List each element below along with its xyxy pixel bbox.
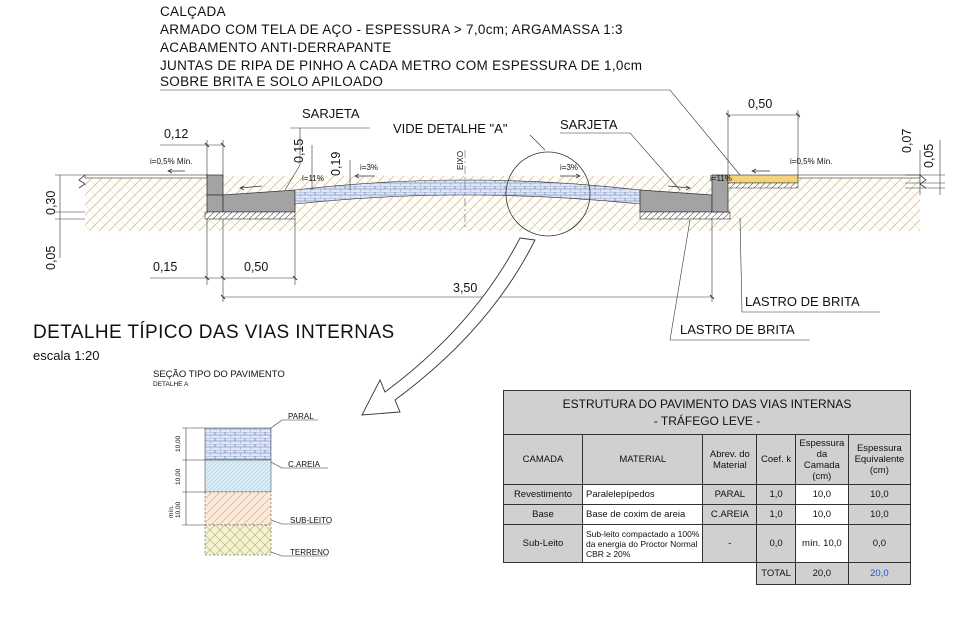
slope-left-gutter: i=11% xyxy=(302,174,324,183)
lastro-label-1: LASTRO DE BRITA xyxy=(745,294,860,309)
detail-dim-3-min: mín. xyxy=(168,505,175,518)
cell-coef: 1,0 xyxy=(756,484,796,505)
dim-005-left: 0,05 xyxy=(44,245,58,270)
total-label: TOTAL xyxy=(756,562,796,585)
total-esp: 20,0 xyxy=(794,562,849,585)
dim-015-horizontal: 0,15 xyxy=(153,260,178,274)
cell-abrev: - xyxy=(702,524,758,563)
dim-050-horizontal: 0,50 xyxy=(244,260,269,274)
eixo-label: EIXO xyxy=(456,150,465,170)
dim-350: 3,50 xyxy=(453,281,478,295)
header-coef: Coef. k xyxy=(756,434,796,485)
cell-equiv: 0,0 xyxy=(847,524,912,563)
cell-abrev: C.AREIA xyxy=(702,504,758,525)
sarjeta-left-label: SARJETA xyxy=(302,106,360,121)
table-title-line2: - TRÁFEGO LEVE - xyxy=(653,413,761,428)
header-material: MATERIAL xyxy=(581,434,704,485)
note-line-5: SOBRE BRITA E SOLO APILOADO xyxy=(160,74,384,89)
note-line-3: ACABAMENTO ANTI-DERRAPANTE xyxy=(160,40,392,55)
detail-box-subtitle: DETALHE A xyxy=(153,381,189,388)
lastro-label-2: LASTRO DE BRITA xyxy=(680,322,795,337)
cell-esp: 10,0 xyxy=(794,484,849,505)
detail-box-title: SEÇÃO TIPO DO PAVIMENTO xyxy=(153,369,285,380)
cell-material: Base de coxim de areia xyxy=(581,504,704,525)
dim-005-right: 0,05 xyxy=(922,143,936,168)
note-line-2: ARMADO COM TELA DE AÇO - ESPESSURA > 7,0… xyxy=(160,22,623,37)
header-espessura: Espessura da Camada (cm) xyxy=(794,434,849,485)
table-title: ESTRUTURA DO PAVIMENTO DAS VIAS INTERNAS… xyxy=(503,390,911,435)
table-row: Sub-Leito Sub-leito compactado a 100% da… xyxy=(503,524,912,563)
detail-dim-2: 10,00 xyxy=(175,468,182,485)
dim-030: 0,30 xyxy=(44,190,58,215)
dim-019: 0,19 xyxy=(329,151,343,176)
slope-road-left: i=3% xyxy=(360,163,379,172)
detail-title: DETALHE TÍPICO DAS VIAS INTERNAS xyxy=(33,322,395,343)
note-line-1: CALÇADA xyxy=(160,4,226,19)
dim-015-vertical: 0,15 xyxy=(292,138,306,163)
slope-left-walk: i=0,5% Mín. xyxy=(150,157,193,166)
table-row: Revestimento Paralelepípedos PARAL 1,0 1… xyxy=(503,484,912,505)
layer-label-paral: PARAL xyxy=(288,412,314,421)
cell-camada: Revestimento xyxy=(503,484,583,505)
table-row: Base Base de coxim de areia C.AREIA 1,0 … xyxy=(503,504,912,525)
cell-esp: mín. 10,0 xyxy=(794,524,849,563)
slope-right-gutter: i=11% xyxy=(710,174,732,183)
cell-equiv: 10,0 xyxy=(847,504,912,525)
detail-scale: escala 1:20 xyxy=(33,348,100,363)
cell-material: Sub-leito compactado a 100% da energia d… xyxy=(581,524,704,563)
slope-road-right: i=3% xyxy=(560,163,579,172)
dim-012: 0,12 xyxy=(164,127,189,141)
cell-equiv: 10,0 xyxy=(847,484,912,505)
pavement-table: ESTRUTURA DO PAVIMENTO DAS VIAS INTERNAS… xyxy=(503,390,912,585)
vide-detalhe-label: VIDE DETALHE "A" xyxy=(393,121,508,136)
dim-007: 0,07 xyxy=(900,128,914,153)
cell-camada: Sub-Leito xyxy=(503,524,583,563)
dim-050-top: 0,50 xyxy=(748,97,773,111)
cell-material: Paralelepípedos xyxy=(581,484,704,505)
cell-coef: 0,0 xyxy=(756,524,796,563)
note-line-4: JUNTAS DE RIPA DE PINHO A CADA METRO COM… xyxy=(160,58,643,73)
cell-esp: 10,0 xyxy=(794,504,849,525)
total-equiv: 20,0 xyxy=(847,562,912,585)
table-total-row: TOTAL 20,0 20,0 xyxy=(504,562,912,585)
detail-dim-3: 10,00 xyxy=(175,501,182,518)
detail-layers xyxy=(182,419,330,557)
cell-camada: Base xyxy=(503,504,583,525)
table-title-line1: ESTRUTURA DO PAVIMENTO DAS VIAS INTERNAS xyxy=(562,396,852,411)
header-equivalente: Espessura Equivalente (cm) xyxy=(847,434,912,485)
header-abrev: Abrev. do Material xyxy=(702,434,758,485)
detail-dim-1: 10,00 xyxy=(175,435,182,452)
layer-label-subleito: SUB-LEITO xyxy=(290,516,333,525)
slope-right-walk: i=0,5% Mín. xyxy=(790,157,833,166)
cell-coef: 1,0 xyxy=(756,504,796,525)
header-camada: CAMADA xyxy=(503,434,583,485)
sarjeta-right-label: SARJETA xyxy=(560,117,618,132)
layer-label-careia: C.AREIA xyxy=(288,460,321,469)
cell-abrev: PARAL xyxy=(702,484,758,505)
layer-label-terreno: TERRENO xyxy=(290,548,330,557)
